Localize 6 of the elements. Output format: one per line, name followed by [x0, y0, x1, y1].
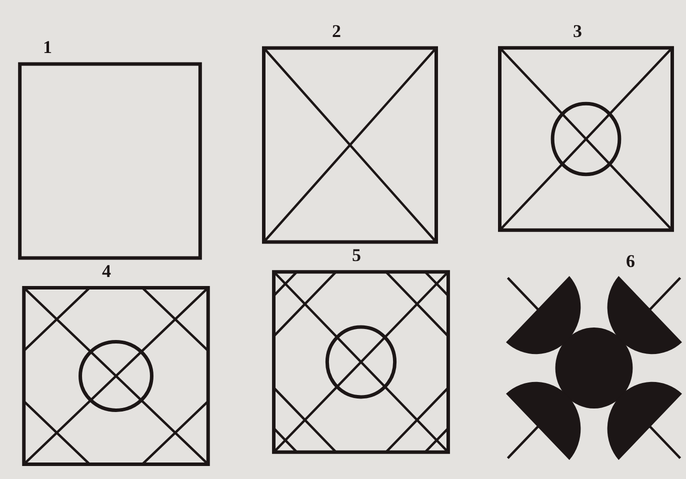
figure-number: 3 [573, 22, 582, 40]
figure-number: 4 [102, 262, 111, 280]
figure-number: 2 [332, 22, 341, 40]
figure-number: 6 [626, 252, 635, 270]
figure-number: 5 [352, 246, 361, 264]
figure-number: 1 [43, 38, 52, 56]
